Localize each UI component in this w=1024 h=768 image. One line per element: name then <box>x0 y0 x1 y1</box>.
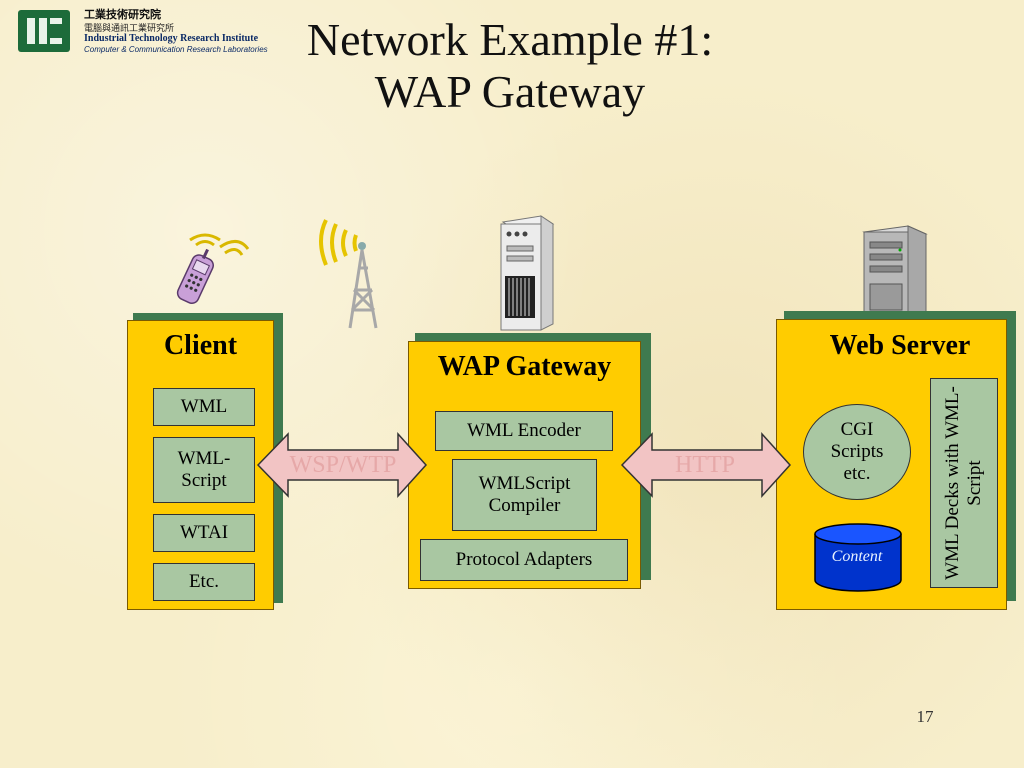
gateway-server-icon <box>500 215 555 331</box>
wsp-wtp-label: WSP/WTP <box>289 452 397 478</box>
gateway-item-wmlscript-compiler: WMLScript Compiler <box>452 459 597 531</box>
client-item-wmlscript: WML-Script <box>153 437 255 503</box>
gateway-item-protocol-adapters: Protocol Adapters <box>420 539 628 581</box>
cgi-scripts-label: CGI Scripts etc. <box>830 419 884 484</box>
client-title: Client <box>163 330 238 361</box>
slide-title: Network Example #1: WAP Gateway <box>200 14 820 118</box>
gateway-item-wml-encoder: WML Encoder <box>435 411 613 451</box>
mobile-phone-icon <box>176 233 250 304</box>
gateway-item-label: Protocol Adapters <box>455 549 593 570</box>
client-item-wtai: WTAI <box>153 514 255 552</box>
client-item-wml: WML <box>153 388 255 426</box>
web-server-title: Web Server <box>829 330 971 361</box>
gateway-title: WAP Gateway <box>437 351 612 382</box>
web-server-icon <box>862 225 928 319</box>
client-item-label: WML-Script <box>177 448 231 491</box>
database-cylinder-icon <box>814 523 902 592</box>
antenna-tower-icon <box>319 219 378 329</box>
gateway-item-label: WMLScript Compiler <box>478 473 571 516</box>
client-item-label: Etc. <box>188 571 220 592</box>
client-item-label: WTAI <box>179 522 229 543</box>
org-subname-en: Computer & Communication Research Labora… <box>84 45 268 54</box>
wml-decks-label: WML Decks with WML-Script <box>942 386 985 580</box>
page-number: 17 <box>916 707 934 726</box>
gateway-item-label: WML Encoder <box>467 420 581 441</box>
org-name-en: Industrial Technology Research Institute <box>84 33 259 44</box>
content-label: Content <box>831 548 883 565</box>
itri-logo <box>18 10 70 52</box>
wml-decks-box: WML Decks with WML-Script <box>930 378 998 588</box>
title-line-2: WAP Gateway <box>374 66 646 117</box>
org-subname-zh: 電腦與通訊工業研究所 <box>84 24 175 34</box>
title-line-1: Network Example #1: <box>306 14 714 65</box>
client-item-label: WML <box>180 396 228 417</box>
wsp-wtp-double-arrow <box>256 432 428 498</box>
org-name-zh: 工業技術研究院 <box>84 8 161 21</box>
http-double-arrow <box>620 432 792 498</box>
http-label: HTTP <box>675 452 735 478</box>
client-item-etc: Etc. <box>153 563 255 601</box>
cgi-scripts-ellipse: CGI Scripts etc. <box>803 404 911 500</box>
